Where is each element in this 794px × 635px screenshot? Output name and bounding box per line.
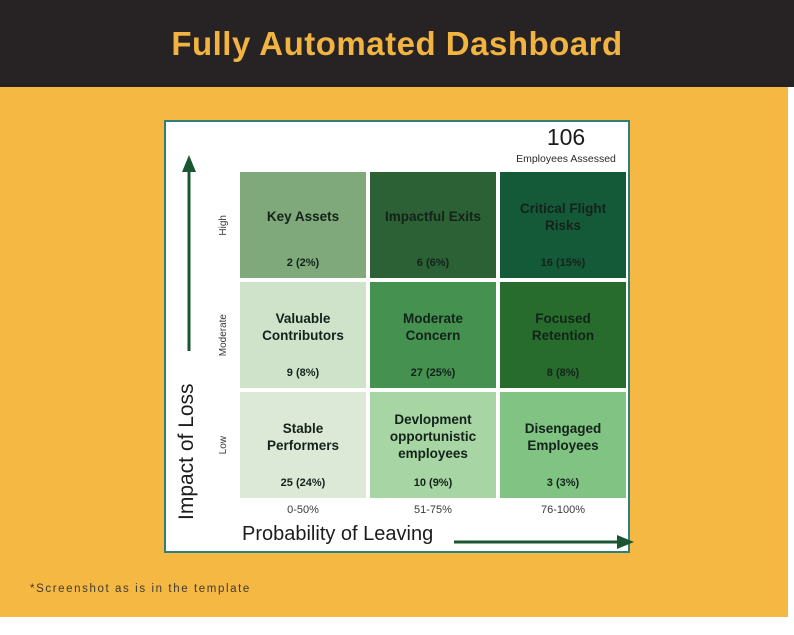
cell-label: Valuable Contributors <box>262 310 344 343</box>
x-axis-title: Probability of Leaving <box>242 523 434 545</box>
footnote-caption: *Screenshot as is in the template <box>30 583 251 595</box>
cell-value: 10 (9%) <box>413 477 453 489</box>
matrix-cell-disengaged-employees: Disengaged Employees 3 (3%) <box>500 392 626 498</box>
matrix-cell-critical-flight-risks: Critical Flight Risks 16 (15%) <box>500 172 626 278</box>
y-axis-arrow-icon <box>182 155 196 351</box>
cell-value: 2 (2%) <box>286 257 320 269</box>
dashboard-card: 106 Employees Assessed Impact of Loss Hi… <box>164 120 634 553</box>
col-label-51-75: 51-75% <box>414 504 452 516</box>
matrix-cell-key-assets: Key Assets 2 (2%) <box>240 172 366 278</box>
col-label-76-100: 76-100% <box>540 504 586 516</box>
cell-value: 8 (8%) <box>546 367 580 379</box>
row-label-low: Low <box>217 435 229 455</box>
cell-label: Stable Performers <box>266 420 340 453</box>
cell-value: 3 (3%) <box>546 477 580 489</box>
y-axis-tick-labels: High Moderate Low <box>214 172 232 498</box>
row-label-high: High <box>217 214 229 236</box>
total-stat: 106 Employees Assessed <box>486 124 646 166</box>
header-bar: Fully Automated Dashboard <box>0 0 794 87</box>
cell-label: Key Assets <box>266 209 340 225</box>
cell-value: 6 (6%) <box>416 257 450 269</box>
matrix-cell-focused-retention: Focused Retention 8 (8%) <box>500 282 626 388</box>
cell-label: Devlopment opportunistic employees <box>389 412 477 461</box>
row-label-moderate: Moderate <box>217 313 229 357</box>
matrix-grid: Key Assets 2 (2%) Impactful Exits 6 (6%)… <box>240 172 626 498</box>
cell-label: Critical Flight Risks <box>519 200 607 233</box>
matrix-cell-valuable-contributors: Valuable Contributors 9 (8%) <box>240 282 366 388</box>
cell-value: 9 (8%) <box>286 367 320 379</box>
cell-label: Impactful Exits <box>384 209 482 225</box>
cell-value: 16 (15%) <box>540 257 586 269</box>
cell-value: 27 (25%) <box>410 367 456 379</box>
matrix-cell-impactful-exits: Impactful Exits 6 (6%) <box>370 172 496 278</box>
matrix-cell-development-opportunistic: Devlopment opportunistic employees 10 (9… <box>370 392 496 498</box>
cell-label: Disengaged Employees <box>524 420 602 453</box>
x-axis-arrow-icon <box>454 535 634 549</box>
cell-label: Focused Retention <box>531 310 595 343</box>
total-stat-label: Employees Assessed <box>516 153 616 166</box>
y-axis-title: Impact of Loss <box>175 383 198 521</box>
x-axis-tick-labels: 0-50% 51-75% 76-100% <box>240 504 626 516</box>
cell-value: 25 (24%) <box>280 477 326 489</box>
matrix-cell-moderate-concern: Moderate Concern 27 (25%) <box>370 282 496 388</box>
col-label-0-50: 0-50% <box>287 504 319 516</box>
total-stat-value: 106 <box>546 124 586 150</box>
cell-label: Moderate Concern <box>402 310 463 343</box>
matrix-cell-stable-performers: Stable Performers 25 (24%) <box>240 392 366 498</box>
page-title: Fully Automated Dashboard <box>171 24 623 62</box>
